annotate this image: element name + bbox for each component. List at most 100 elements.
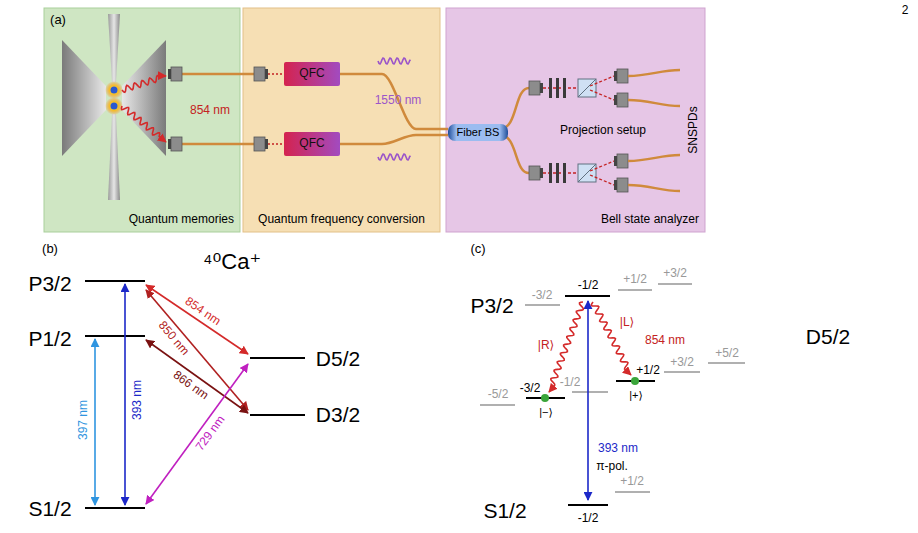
node-text: Quantum memories [129,213,234,227]
trap-needle [108,114,120,200]
sublevel-label: -1/2 [560,376,581,388]
free-space-beam [268,143,284,145]
sublevel-label: +1/2 [623,273,647,285]
zeeman-sublevel [572,391,608,393]
wavelength-label: 854 nm [645,334,685,346]
free-space-beam [268,73,284,75]
wavelength-label: 729 nm [193,413,226,452]
panel-background [44,8,240,232]
energy-level [250,414,305,416]
wavelength-label: 1550 nm [375,94,422,106]
transition-arrow [146,285,248,354]
ion-glow [105,97,123,115]
transition-arrow [94,339,96,505]
ion [111,87,118,94]
panel-letter: (b) [42,242,58,255]
zeeman-sublevel [615,491,650,493]
transition-arrow [146,340,248,413]
zeeman-sublevel [525,304,560,306]
node-text: QFC [299,137,324,151]
optical-fiber [500,135,529,173]
sublevel-label: -1/2 [578,512,599,524]
node-text: QFC [299,67,324,81]
level-label: S1/2 [28,498,71,519]
node-text: Fiber BS [457,126,500,139]
projection-setup [529,69,680,107]
optical-fiber [340,74,448,129]
component-label: Projection setup [560,124,646,136]
sublevel-label: -3/2 [520,382,541,394]
transition-arrow [124,284,126,505]
projection-setup [529,154,680,192]
ion [111,103,118,110]
energy-level [85,280,145,282]
wavelength-label: 393 nm [131,380,143,420]
level-label: P3/2 [28,273,71,294]
optical-fiber [500,88,529,129]
qubit-state-label: |+⟩ [629,390,643,401]
node-text: Bell state analyzer [601,213,699,227]
qfc-box: QFC [284,62,340,86]
polarization-label: |R⟩ [538,339,554,351]
sublevel-label: -1/2 [578,279,599,291]
transition-arrow [146,364,248,504]
photon-wave [378,154,410,160]
photon-wave [121,106,166,142]
wavelength-label: 393 nm [598,442,638,454]
wavelength-label: 854 nm [190,104,230,116]
optical-fiber [182,143,254,146]
detector-label: SNSPDs [687,106,699,153]
fiber-coupler [254,67,268,81]
conversion-panel: Quantum frequency conversion QFC QFC [243,8,440,232]
photon-wave [378,58,410,64]
qubit-state-dot [541,394,549,402]
level-label: S1/2 [483,500,526,521]
photon-wave [549,302,583,392]
polarization-label: |L⟩ [620,316,634,328]
fiber-coupler [168,137,182,151]
panel-background [243,8,440,232]
photon-wave [122,76,166,93]
level-label: P3/2 [470,295,513,316]
zeeman-sublevel [618,289,652,291]
zeeman-sublevel [565,295,610,297]
fiber-coupler [254,137,268,151]
sublevel-label: +5/2 [715,347,739,359]
polarization-label: π-pol. [596,460,628,472]
level-label: D5/2 [316,348,360,369]
sublevel-label: +1/2 [636,364,660,376]
ion-glow [105,81,123,99]
level-label: D5/2 [806,326,850,347]
panel-letter: (c) [470,242,485,255]
trap-needle [108,14,120,82]
trap-electrode [62,40,106,156]
sublevel-label: +3/2 [670,356,694,368]
memory-panel: Quantum memories [44,8,240,232]
node-text: Quantum frequency conversion [258,213,425,227]
optical-fiber [340,135,448,144]
qubit-state-label: |−⟩ [539,407,553,418]
wavelength-label: 850 nm [156,319,191,357]
wavelength-label: 854 nm [183,295,223,327]
energy-level [85,335,145,337]
energy-level [85,507,145,509]
zeeman-sublevel [568,504,608,506]
qfc-box: QFC [284,132,340,156]
optical-fiber [182,73,254,76]
fiber-beamsplitter: Fiber BS [448,124,508,141]
sublevel-label: -3/2 [532,289,553,301]
panel-background [446,8,705,232]
trap-electrode [122,40,166,156]
fiber-coupler [168,67,182,81]
level-label: P1/2 [28,328,71,349]
excitation-arrow [587,301,589,500]
panel-letter: (a) [50,13,66,26]
photon-wave [591,302,631,375]
energy-level [250,357,305,359]
zeeman-sublevel [708,362,745,364]
zeeman-sublevel [480,404,515,406]
wavelength-label: 866 nm [171,368,211,401]
